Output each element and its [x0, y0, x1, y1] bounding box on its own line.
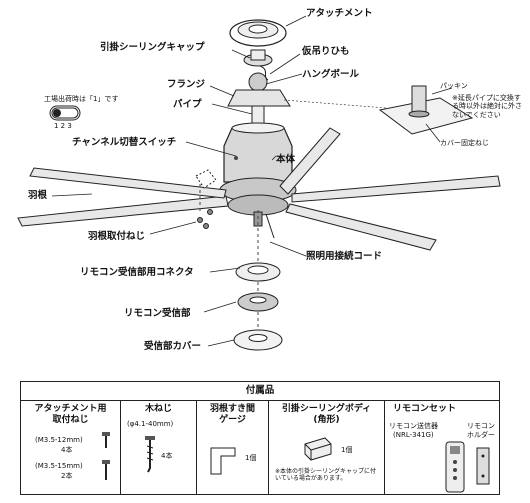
wood-screw-qty: 4本 [161, 452, 173, 460]
wood-screw-icon [145, 436, 155, 473]
guide-lines [199, 178, 259, 330]
hook-ceiling-cap [243, 49, 273, 67]
gauge-title-1: 羽根すき間 [209, 404, 255, 414]
attachment-screw-qty1: 4本 [61, 446, 73, 454]
hook-body-qty: 1個 [341, 446, 353, 454]
hook-body-title-2: (角形) [313, 415, 340, 425]
label-receiver-cover: 受信部カバー [144, 341, 202, 352]
motor-body [219, 122, 297, 216]
exploded-view [17, 15, 501, 351]
factory-note: 工場出荷時は「1」です [44, 95, 119, 103]
flange [227, 89, 291, 107]
col-gauge: 羽根すき間 ゲージ 1個 [197, 400, 269, 495]
blade-screws [197, 209, 213, 229]
packing-note: ※延長パイプに交換する時以外は絶対に外さないでください [452, 94, 522, 119]
attachment-screw-spec2: (M3.5-15mm) [35, 462, 83, 470]
holder-label-1: リモコン [467, 422, 495, 430]
attachment-screw-title-1: アタッチメント用 [34, 404, 107, 414]
label-remote-connector: リモコン受信部用コネクタ [80, 267, 194, 278]
label-hook-cap: 引掛シーリングキャップ [100, 42, 205, 53]
leader-lines [51, 15, 307, 347]
remote-set-title: リモコンセット [393, 404, 457, 414]
gauge-icon [210, 447, 236, 475]
hook-body-note: ※本体の引掛シーリングキャップに付いている場合があります。 [275, 468, 377, 483]
receiver-parts [233, 262, 283, 351]
accessories-title: 付属品 [21, 382, 499, 401]
gauge-outline [195, 169, 217, 189]
label-packing: パッキン [440, 82, 468, 90]
label-cover-screw: カバー固定ねじ [440, 139, 489, 147]
wood-screw-spec: (φ4.1-40mm) [127, 420, 174, 428]
label-hang-ball: ハングボール [302, 69, 360, 80]
channel-switch-detail [49, 105, 81, 121]
label-pipe: パイプ [173, 99, 202, 110]
blades [17, 127, 501, 251]
col-hook-body: 引掛シーリングボディ (角形) 1個 ※本体の引掛シーリングキャップに付いている… [269, 400, 385, 495]
remote-holder-icon [476, 447, 490, 485]
label-body: 本体 [276, 154, 296, 165]
hang-ball [248, 72, 268, 92]
hook-body-icon [304, 437, 332, 461]
label-channel-switch: チャンネル切替スイッチ [72, 137, 177, 148]
screw-icons [102, 432, 110, 480]
hook-body-title-1: 引掛シーリングボディ [281, 404, 372, 414]
gauge-title-2: ゲージ [219, 415, 246, 425]
wood-screw-title: 木ねじ [144, 404, 172, 414]
attachment-plate [229, 19, 287, 47]
attachment-screw-spec1: (M3.5-12mm) [35, 436, 83, 444]
label-temp-string: 仮吊りひも [302, 46, 350, 57]
col-remote-set: リモコンセット リモコン送信器 (NRL-341G) リモコン ホルダー [385, 400, 499, 495]
remote-transmitter-icon [445, 441, 465, 493]
holder-label-2: ホルダー [467, 431, 495, 439]
col-attachment-screw: アタッチメント用 取付ねじ (M3.5-12mm) 4本 (M3.5-15mm)… [21, 400, 121, 495]
transmitter-label-1: リモコン送信器 [389, 422, 438, 430]
packing-detail [283, 85, 474, 143]
label-light-connector: 照明用接続コード [306, 251, 383, 262]
accessories-table: 付属品 アタッチメント用 取付ねじ (M3.5-12mm) 4本 (M3.5-1… [20, 381, 500, 495]
gauge-qty: 1個 [245, 454, 257, 462]
attachment-screw-title-2: 取付ねじ [52, 415, 89, 425]
label-blade: 羽根 [28, 190, 48, 201]
label-receiver: リモコン受信部 [124, 308, 191, 319]
label-flange: フランジ [167, 79, 206, 90]
attachment-screw-qty2: 2本 [61, 472, 73, 480]
transmitter-label-2: (NRL-341G) [393, 431, 434, 439]
label-blade-screw: 羽根取付ねじ [88, 231, 146, 242]
switch-numbers: 1 2 3 [54, 122, 72, 130]
label-attachment: アタッチメント [306, 8, 373, 19]
receiver-connector [253, 211, 275, 239]
col-wood-screw: 木ねじ (φ4.1-40mm) 4本 [121, 400, 197, 495]
